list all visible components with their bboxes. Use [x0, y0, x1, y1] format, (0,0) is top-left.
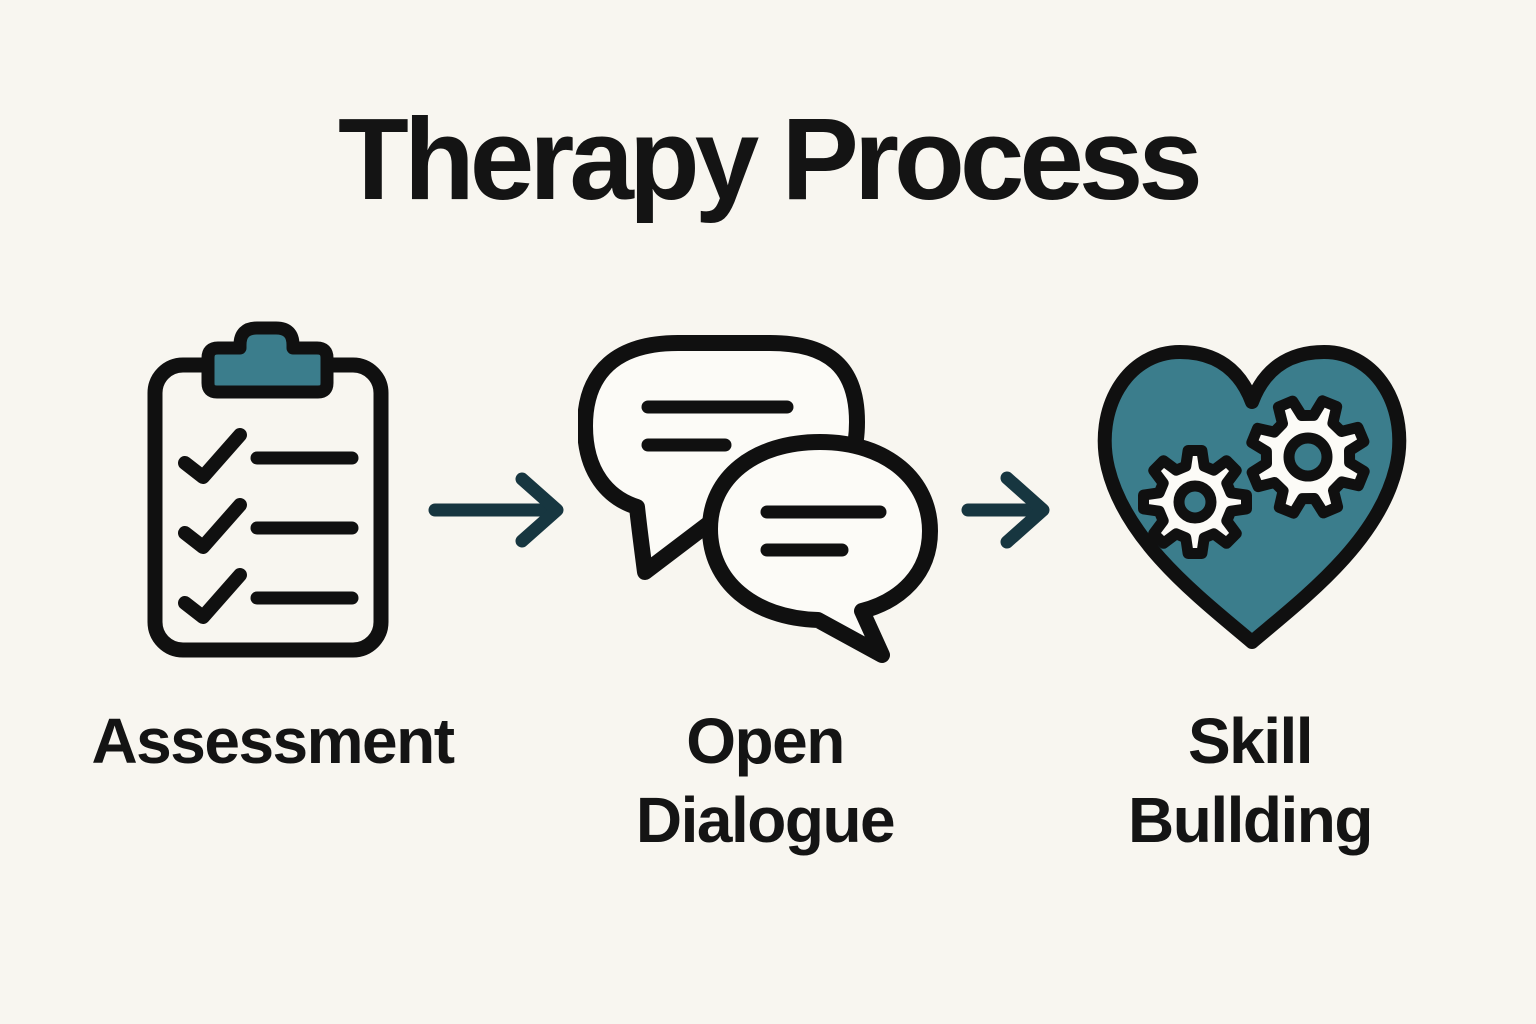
check-icon [178, 568, 247, 624]
speech-bubble-back [578, 335, 865, 580]
check-icon [178, 498, 247, 554]
step-label-open-dialogue: Open Dialogue [550, 702, 980, 860]
heart-gears-icon [1097, 345, 1407, 649]
step-label-line: Skill [1187, 705, 1314, 777]
step-label-skill-building: Skill Bullding [1035, 702, 1465, 860]
check-icon [178, 428, 247, 484]
step-label-line: Bullding [1128, 784, 1373, 856]
step-label-line: Assessment [91, 705, 455, 777]
arrow-right-icon [428, 472, 564, 548]
gear-hole [1173, 480, 1217, 524]
clipboard-clip [201, 321, 334, 399]
step-label-line: Dialogue [635, 784, 896, 856]
gear-hole [1283, 432, 1333, 482]
step-label-assessment: Assessment [20, 702, 525, 781]
arrow-right-icon [961, 471, 1050, 549]
step-label-line: Open [686, 705, 845, 777]
clipboard-checklist-icon [147, 321, 389, 658]
page-title: Therapy Process [338, 94, 1203, 224]
speech-bubbles-icon [578, 335, 938, 663]
